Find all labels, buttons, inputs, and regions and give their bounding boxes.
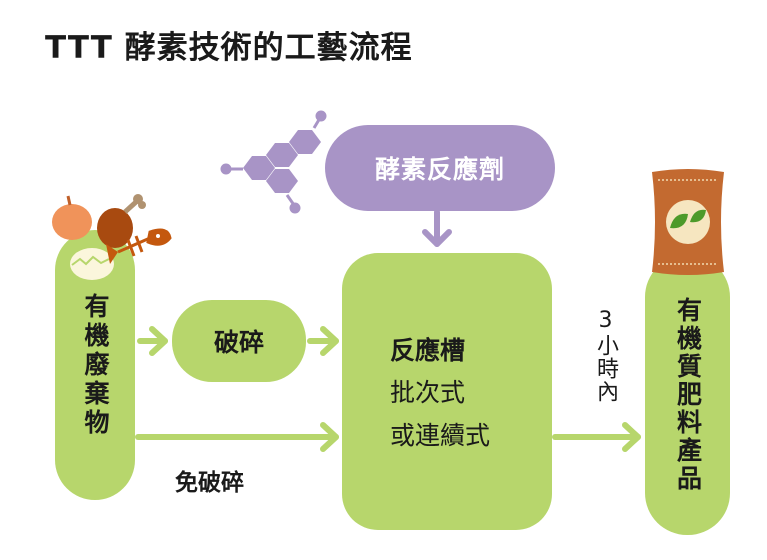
reaction-tank-node: 反應槽 批次式 或連續式 — [342, 253, 552, 530]
fish-bone-icon — [106, 228, 172, 264]
enzyme-node: 酵素反應劑 — [325, 125, 555, 211]
waste-label: 有機廢棄物 — [81, 292, 110, 438]
drumstick-icon — [97, 194, 146, 248]
arrows — [135, 326, 641, 452]
egg-shell-icon — [70, 248, 114, 280]
no-crush-label: 免破碎 — [175, 470, 244, 496]
apple-icon — [52, 195, 92, 240]
molecule-icon — [220, 110, 327, 214]
tank-title: 反應槽 — [390, 336, 466, 365]
crush-label: 破碎 — [213, 328, 264, 357]
crush-node: 破碎 — [172, 300, 306, 382]
time-label: 3小時內 — [593, 308, 618, 403]
enzyme-arrow — [422, 209, 452, 247]
page-title: TTT 酵素技術的工藝流程 — [45, 30, 413, 66]
enzyme-label: 酵素反應劑 — [374, 155, 505, 184]
tank-line1: 批次式 — [390, 378, 466, 407]
product-node: 有機質肥料產品 — [645, 255, 730, 535]
product-label: 有機質肥料產品 — [673, 297, 703, 493]
tank-line2: 或連續式 — [390, 421, 491, 450]
